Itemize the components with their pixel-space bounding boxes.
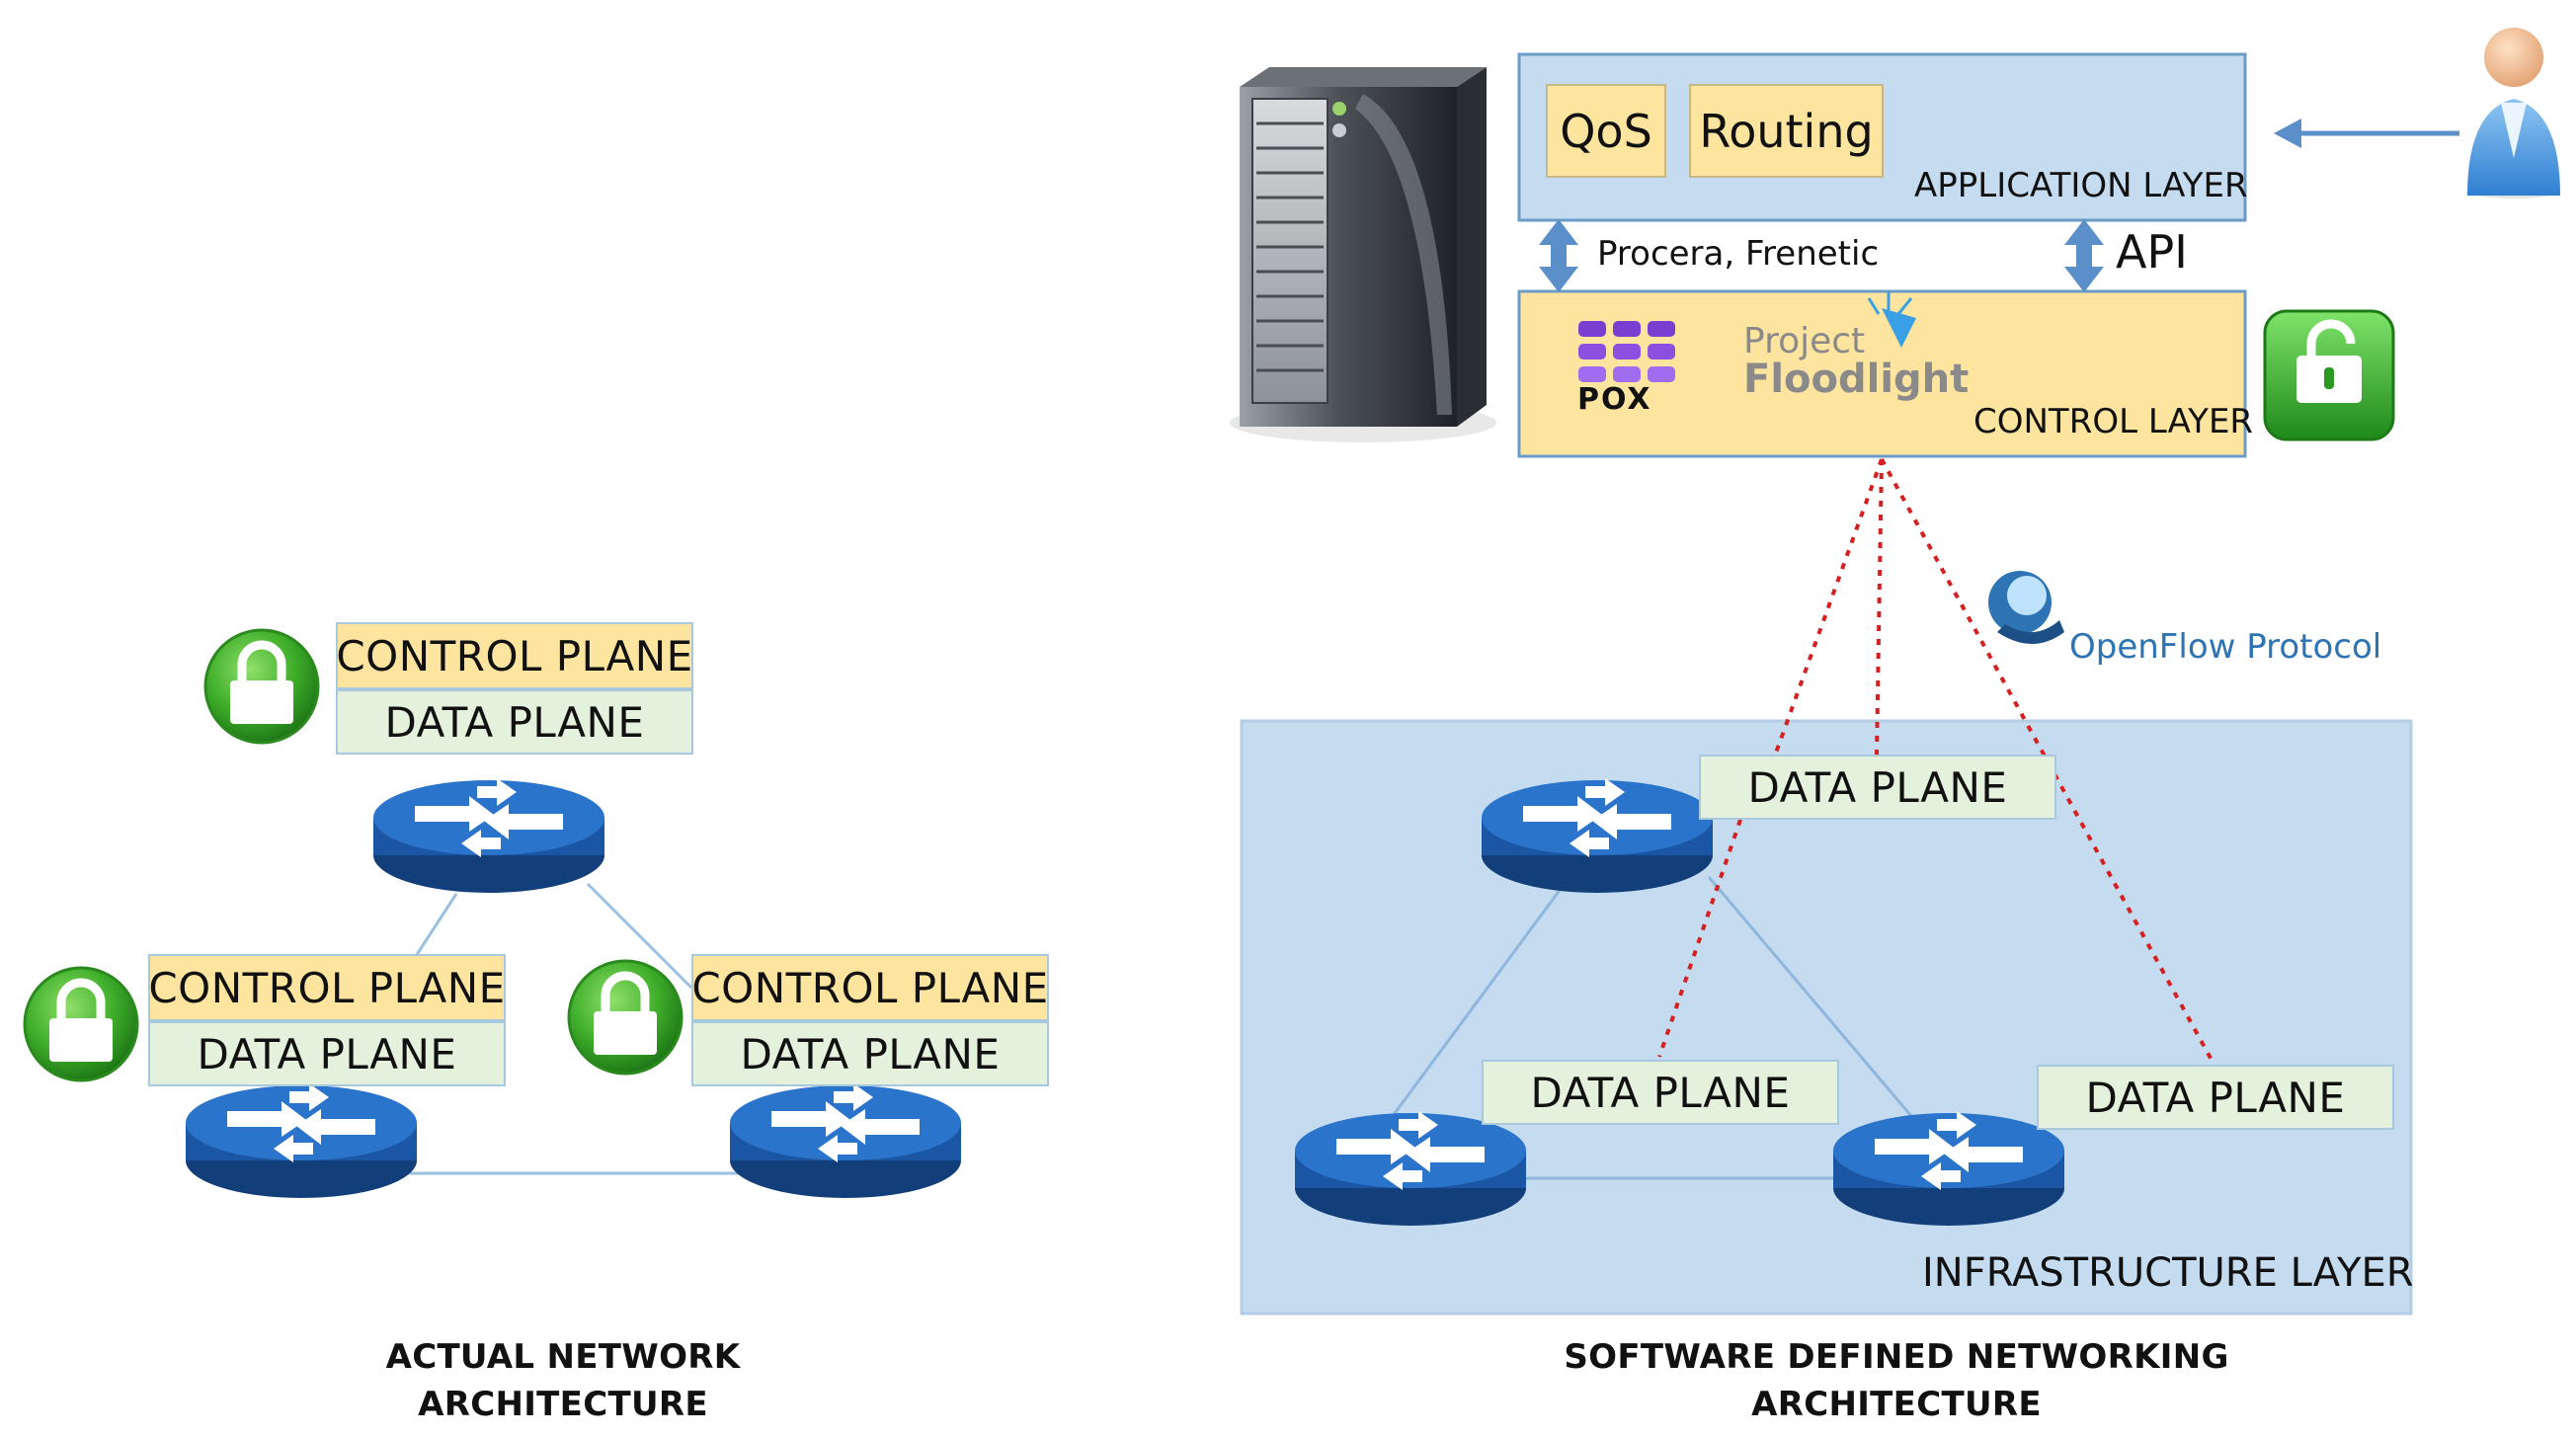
left-top-control-plane: CONTROL PLANE <box>336 622 693 689</box>
sdn-right-data-plane: DATA PLANE <box>2037 1065 2394 1130</box>
routing-chip: Routing <box>1689 84 1884 178</box>
openflow-protocol-label: OpenFlow Protocol <box>2069 627 2382 667</box>
unlocked-padlock-icon <box>2263 309 2395 441</box>
sdn-left-data-plane: DATA PLANE <box>1482 1060 1839 1125</box>
router-icon <box>1833 1111 2064 1226</box>
qos-chip: QoS <box>1546 84 1666 178</box>
left-caption-line1: ACTUAL NETWORK <box>385 1337 741 1377</box>
left-right-control-plane: CONTROL PLANE <box>691 954 1049 1021</box>
sdn-top-data-plane: DATA PLANE <box>1699 755 2056 820</box>
padlock-icon <box>569 961 682 1074</box>
left-caption-line2: ARCHITECTURE <box>418 1385 708 1424</box>
user-icon <box>2467 28 2560 199</box>
floodlight-logo-icon <box>1867 292 1916 348</box>
padlock-icon <box>25 968 137 1080</box>
router-icon <box>1295 1111 1526 1226</box>
left-right-data-plane: DATA PLANE <box>691 1021 1049 1086</box>
pox-logo-icon <box>1578 321 1675 382</box>
right-caption-line2: ARCHITECTURE <box>1751 1385 2042 1424</box>
server-icon <box>1230 67 1496 442</box>
application-layer-label: APPLICATION LAYER <box>1914 166 2248 205</box>
user-arrow-icon <box>2274 119 2459 148</box>
router-icon <box>730 1083 961 1198</box>
sdn-network-links <box>1391 876 1913 1180</box>
left-caption: ACTUAL NETWORK ARCHITECTURE <box>326 1333 800 1428</box>
router-icon <box>186 1083 417 1198</box>
right-caption: SOFTWARE DEFINED NETWORKING ARCHITECTURE <box>1561 1333 2232 1428</box>
left-top-data-plane: DATA PLANE <box>336 689 693 755</box>
api-left-label: Procera, Frenetic <box>1597 234 1880 274</box>
router-icon <box>373 778 604 893</box>
floodlight-line2: Floodlight <box>1743 357 1970 402</box>
left-left-data-plane: DATA PLANE <box>148 1021 506 1086</box>
openflow-links <box>1657 458 2214 1063</box>
router-icon <box>1482 778 1713 893</box>
padlock-icon <box>205 630 318 743</box>
left-left-control-plane: CONTROL PLANE <box>148 954 506 1021</box>
infrastructure-layer-label: INFRASTRUCTURE LAYER <box>1922 1250 2414 1296</box>
api-arrow-icon <box>1539 219 2104 292</box>
control-layer-label: CONTROL LAYER <box>1973 402 2254 441</box>
api-right-label: API <box>2116 225 2188 279</box>
floodlight-line1: Project <box>1743 321 1866 361</box>
openflow-logo-icon <box>1988 571 2064 644</box>
right-caption-line1: SOFTWARE DEFINED NETWORKING <box>1564 1337 2229 1377</box>
pox-label: POX <box>1577 382 1652 417</box>
